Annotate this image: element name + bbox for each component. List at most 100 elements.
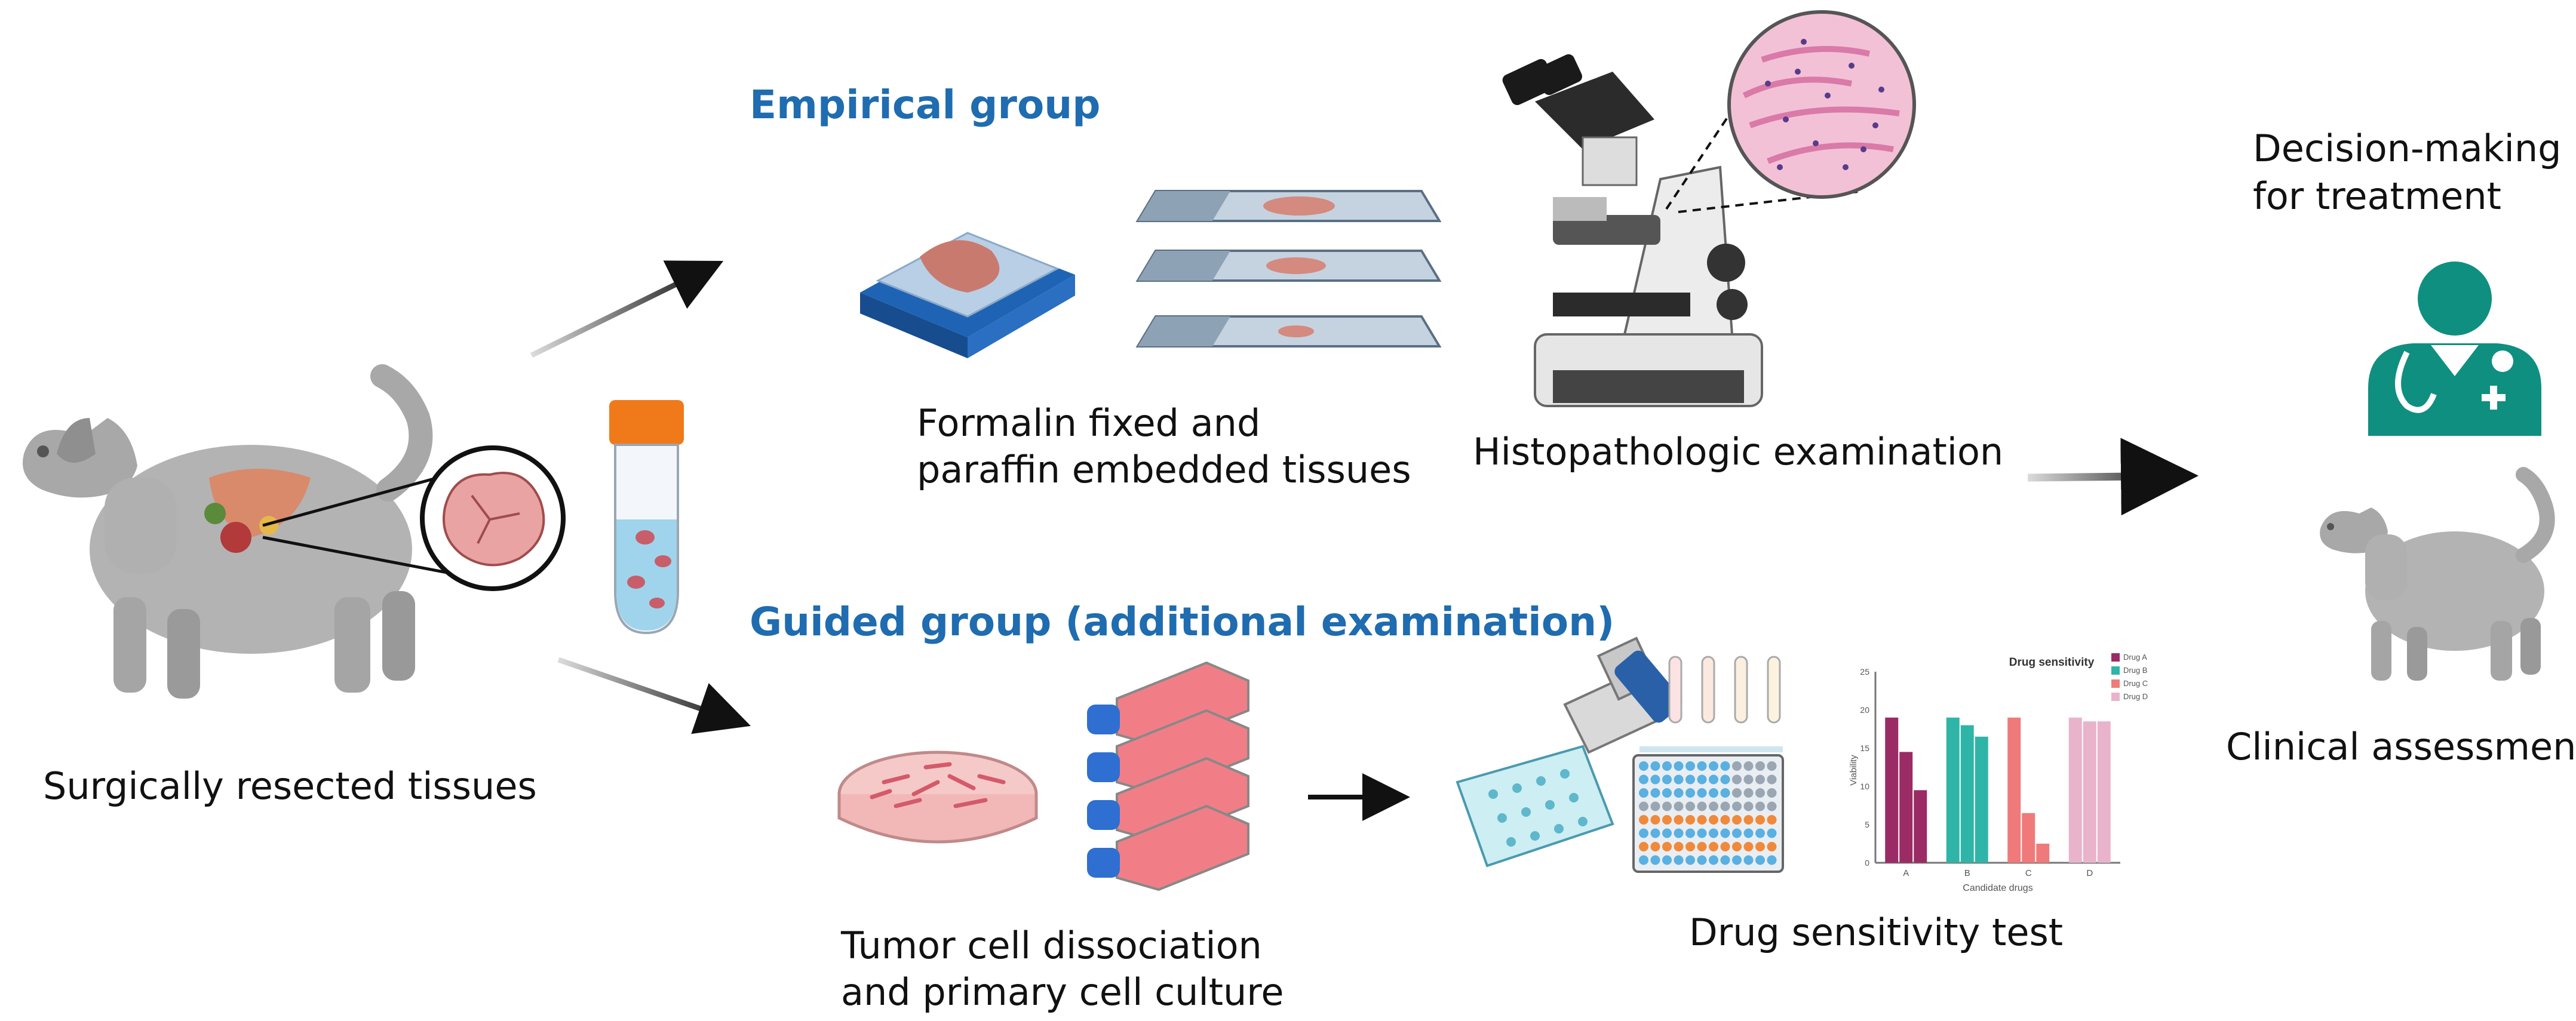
plate-well bbox=[1732, 855, 1742, 865]
plate-well bbox=[1767, 761, 1777, 771]
plate-well bbox=[1743, 815, 1754, 825]
mini-chart-bar bbox=[1946, 717, 1960, 863]
plate-well bbox=[1732, 788, 1742, 798]
plate-well bbox=[1662, 761, 1672, 771]
plate-well bbox=[1732, 828, 1742, 838]
plate-well bbox=[1674, 788, 1684, 798]
plate-well bbox=[1674, 801, 1684, 811]
plate-well bbox=[1697, 801, 1707, 811]
plate-well bbox=[1720, 801, 1730, 811]
mini-chart-y-tick: 20 bbox=[1860, 705, 1869, 715]
plate-well bbox=[1720, 842, 1730, 851]
drug-sensitivity-chart: Drug sensitivity Viability Candidate dru… bbox=[1849, 653, 2148, 893]
mini-chart-bar bbox=[1960, 725, 1974, 863]
decision-label-line2: for treatment bbox=[2253, 174, 2501, 218]
mini-chart-y-tick: 10 bbox=[1860, 782, 1869, 791]
arrow-to-guided bbox=[557, 657, 751, 734]
arrow-to-empirical bbox=[530, 260, 724, 358]
plate-well bbox=[1732, 761, 1742, 771]
empirical-group-title: Empirical group bbox=[750, 82, 1101, 128]
plate-well bbox=[1639, 801, 1648, 811]
plate-well bbox=[1767, 828, 1777, 838]
mini-chart-legend-swatch bbox=[2111, 666, 2120, 675]
mini-chart-legend-label: Drug A bbox=[2123, 653, 2147, 662]
plate-well bbox=[1720, 774, 1730, 785]
mini-chart-legend-swatch bbox=[2111, 679, 2120, 688]
plate-well bbox=[1662, 774, 1672, 785]
plate-well bbox=[1709, 774, 1718, 785]
plate-well bbox=[1650, 801, 1660, 811]
plate-well bbox=[1767, 855, 1777, 865]
plate-well bbox=[1720, 788, 1730, 798]
plate-well bbox=[1743, 761, 1754, 771]
mini-chart-bar bbox=[2097, 721, 2111, 863]
dog-patient-illustration bbox=[23, 364, 433, 699]
plate-well bbox=[1674, 828, 1684, 838]
plate-well bbox=[1709, 842, 1718, 851]
flow-arrows bbox=[530, 260, 2199, 821]
plate-well bbox=[1743, 788, 1754, 798]
mini-chart-y-tick: 0 bbox=[1865, 858, 1869, 868]
plate-well bbox=[1743, 828, 1754, 838]
plate-well bbox=[1743, 842, 1754, 851]
mini-chart-legend-label: Drug C bbox=[2123, 679, 2148, 688]
plate-well bbox=[1662, 828, 1672, 838]
resected-tissues-label: Surgically resected tissues bbox=[43, 764, 537, 808]
ffpe-label-line1: Formalin fixed and bbox=[917, 401, 1261, 445]
test-tubes-icon bbox=[1639, 656, 1783, 752]
plate-well bbox=[1650, 855, 1660, 865]
paraffin-block-icon bbox=[860, 232, 1075, 358]
mini-chart-bar bbox=[1914, 790, 1927, 863]
mini-chart-ylabel: Viability bbox=[1849, 755, 1859, 786]
plate-well bbox=[1755, 801, 1765, 811]
culture-label-line2: and primary cell culture bbox=[841, 970, 1284, 1014]
mini-chart-x-tick: C bbox=[2025, 868, 2032, 878]
drug-test-label: Drug sensitivity test bbox=[1689, 911, 2064, 954]
plate-well bbox=[1709, 801, 1718, 811]
petri-dish-icon bbox=[837, 751, 1038, 844]
mini-chart-bar bbox=[1975, 736, 1988, 863]
plate-well bbox=[1767, 774, 1777, 785]
microscope-icon bbox=[1502, 54, 1763, 407]
histology-magnifier bbox=[1665, 10, 1916, 213]
plate-well bbox=[1685, 761, 1695, 771]
plate-well bbox=[1709, 761, 1718, 771]
plate-well bbox=[1709, 828, 1718, 838]
plate-well bbox=[1755, 761, 1765, 771]
mini-chart-x-tick: A bbox=[1903, 868, 1909, 878]
plate-well bbox=[1755, 842, 1765, 851]
plate-well bbox=[1755, 828, 1765, 838]
mini-chart-legend-swatch bbox=[2111, 653, 2120, 662]
plate-well bbox=[1732, 815, 1742, 825]
mini-chart-bars bbox=[1885, 717, 2111, 863]
plate-well bbox=[1720, 761, 1730, 771]
plate-well bbox=[1639, 788, 1648, 798]
plate-well bbox=[1732, 774, 1742, 785]
arrow-to-decision bbox=[2027, 438, 2199, 516]
clinician-icon bbox=[2368, 262, 2541, 436]
plate-well bbox=[1674, 761, 1684, 771]
plate-well bbox=[1732, 801, 1742, 811]
mini-chart-y-tick: 25 bbox=[1860, 667, 1869, 676]
decision-label-line1: Decision-making bbox=[2253, 127, 2562, 170]
plate-well bbox=[1720, 815, 1730, 825]
mini-chart-title: Drug sensitivity bbox=[2009, 656, 2095, 669]
plate-well bbox=[1639, 855, 1648, 865]
mini-chart-legend-label: Drug B bbox=[2123, 666, 2147, 675]
plate-well bbox=[1674, 842, 1684, 851]
plate-well bbox=[1662, 788, 1672, 798]
plate-well bbox=[1720, 828, 1730, 838]
plate-well bbox=[1755, 788, 1765, 798]
mini-chart-bar bbox=[1885, 717, 1899, 863]
plate-well bbox=[1662, 842, 1672, 851]
plate-well bbox=[1709, 855, 1718, 865]
plate-well bbox=[1650, 761, 1660, 771]
plate-well bbox=[1639, 828, 1648, 838]
plate-well bbox=[1732, 842, 1742, 851]
plate-well bbox=[1662, 801, 1672, 811]
plate-well bbox=[1755, 855, 1765, 865]
mini-chart-legend-label: Drug D bbox=[2123, 692, 2148, 701]
mini-chart-bar bbox=[2068, 717, 2082, 863]
